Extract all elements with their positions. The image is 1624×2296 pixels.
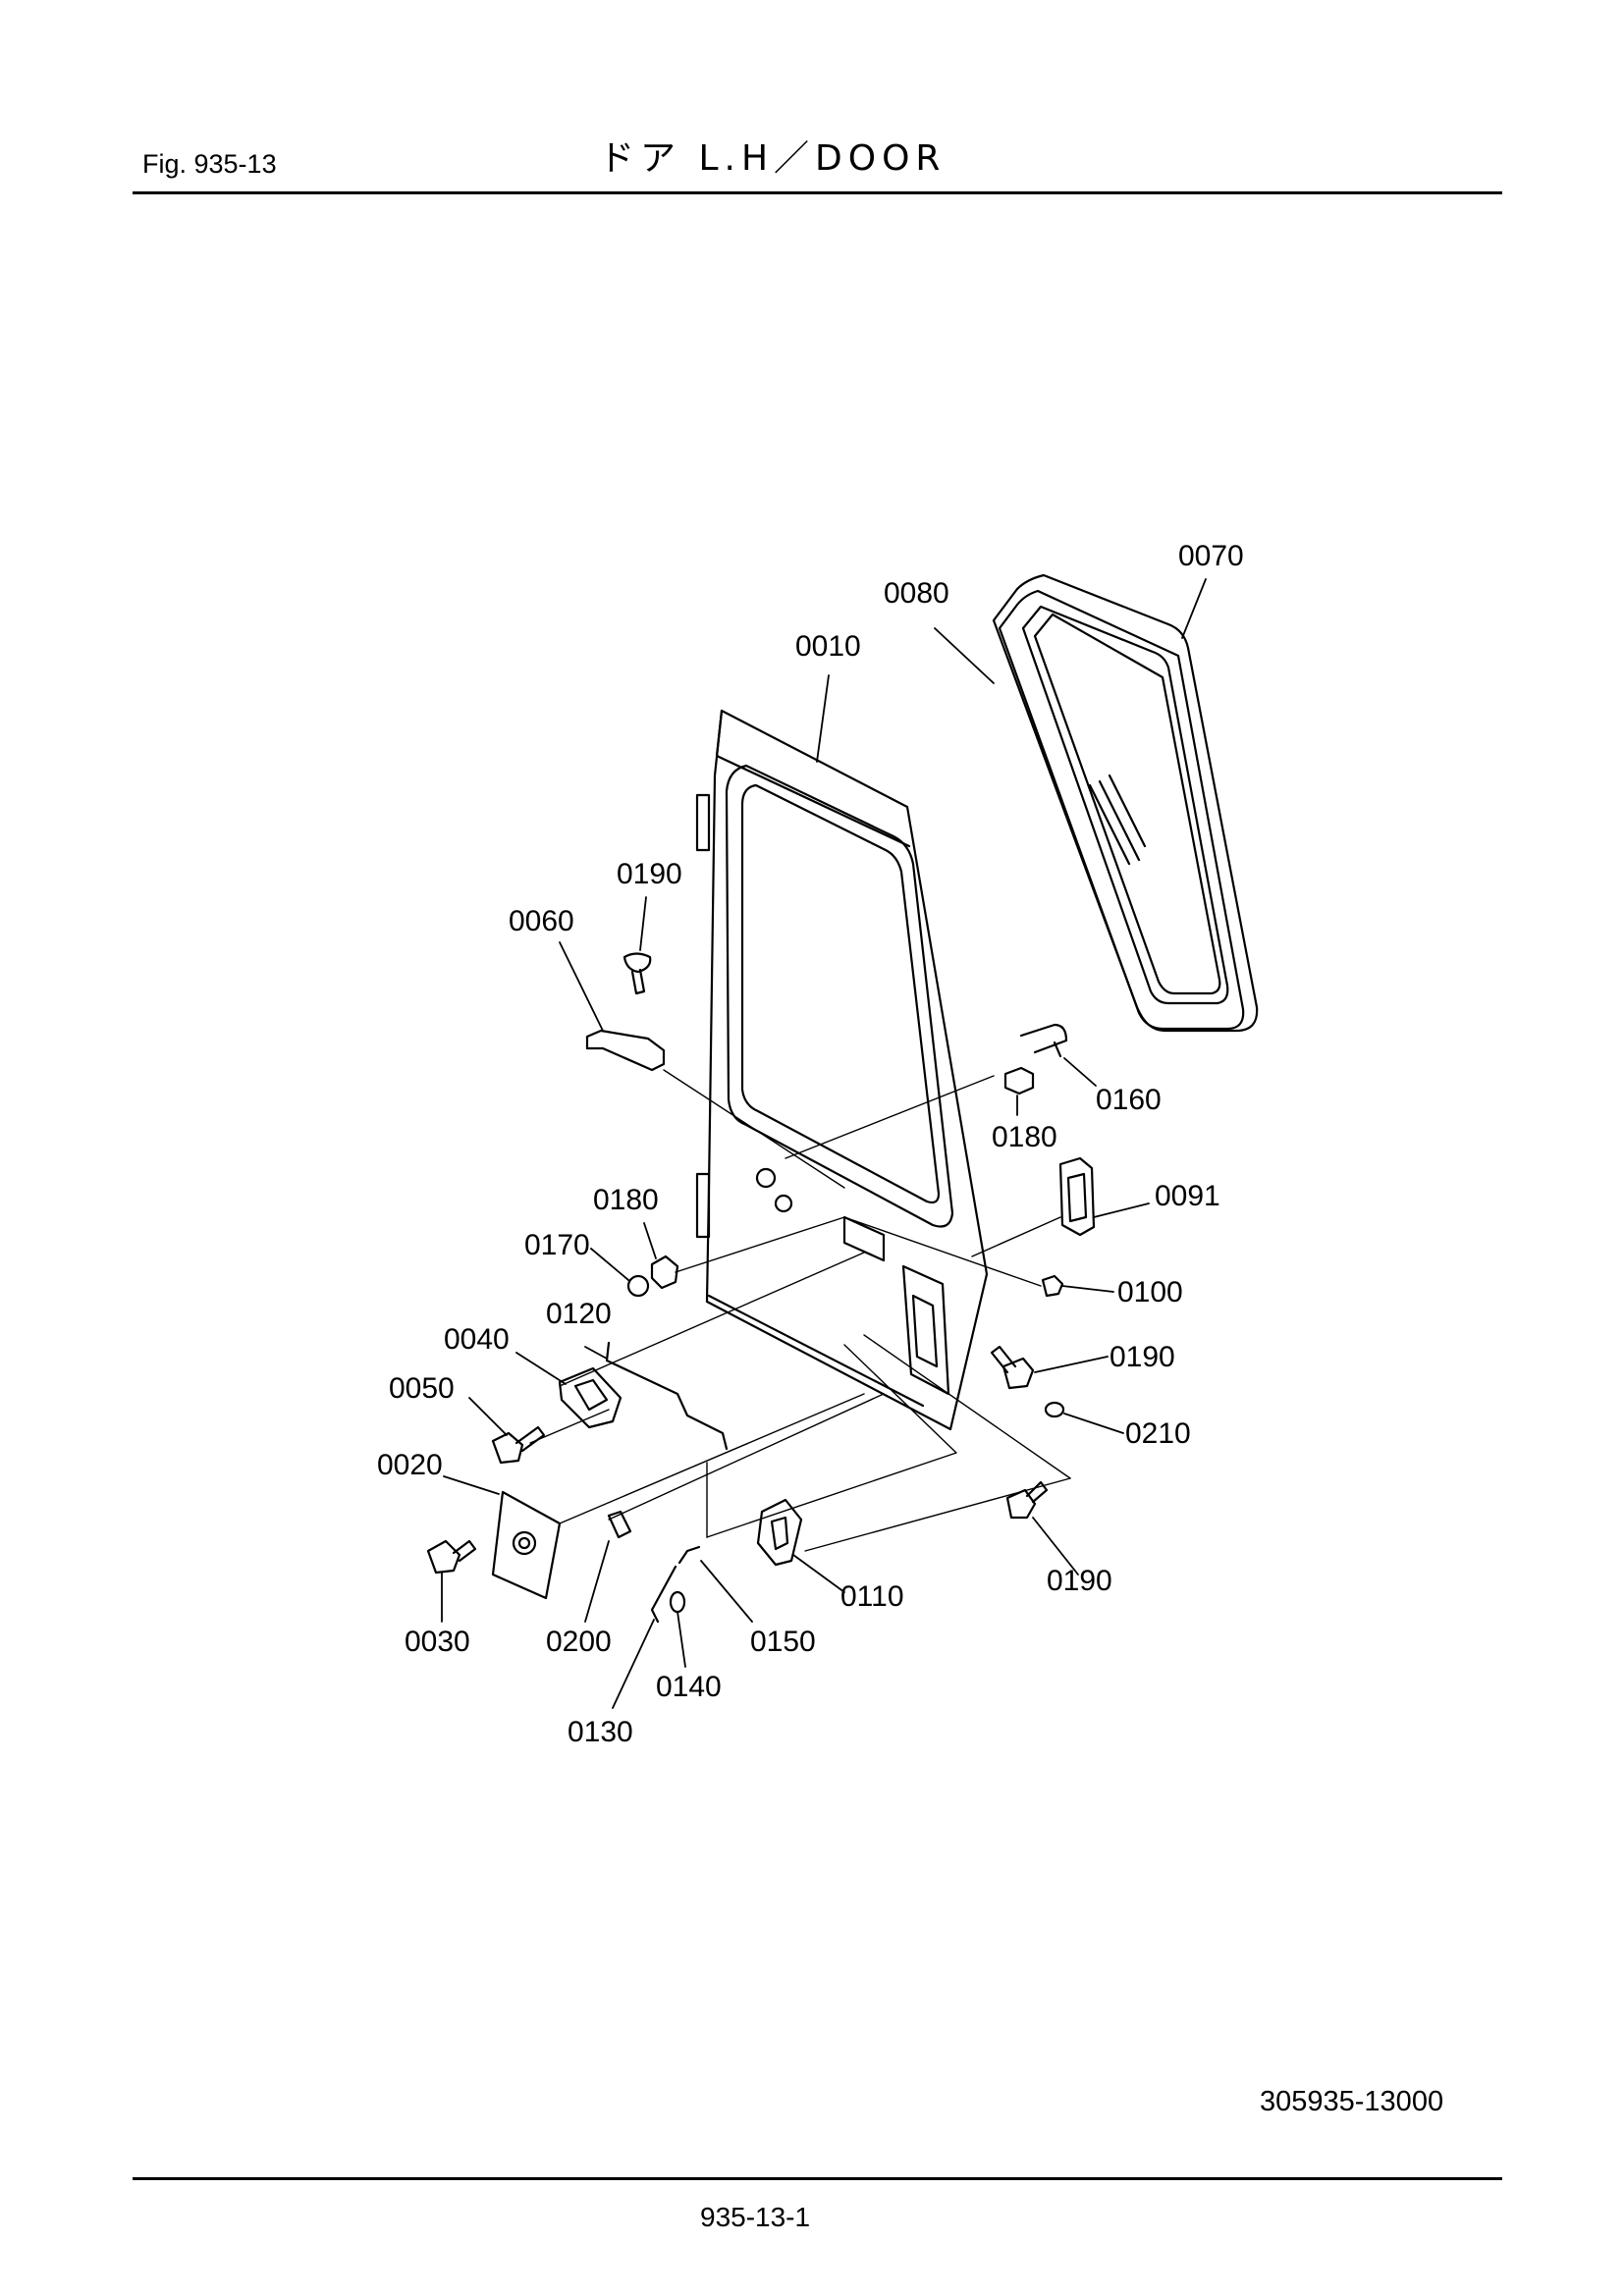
part-label: 0120 [546, 1298, 612, 1330]
part-label: 0190 [1110, 1341, 1175, 1373]
part-label: 0200 [546, 1626, 612, 1658]
part-label: 0180 [593, 1184, 659, 1216]
part-label: 0130 [568, 1716, 633, 1748]
part-label: 0080 [884, 577, 949, 610]
hardware-drawings [426, 952, 1096, 1624]
part-label: 0020 [377, 1449, 443, 1481]
part-label: 0060 [509, 905, 574, 937]
part-labels: 0070 0080 0010 0190 0060 0160 0180 0180 … [377, 540, 1244, 1748]
footer-divider [133, 2177, 1502, 2180]
part-label: 0180 [992, 1121, 1057, 1153]
header-divider [133, 191, 1502, 194]
part-label: 0190 [617, 858, 682, 890]
part-label: 0210 [1125, 1417, 1191, 1450]
part-label: 0091 [1155, 1180, 1220, 1212]
page-title: ドア L.H／DOOR [599, 138, 947, 179]
part-label: 0030 [405, 1626, 470, 1658]
alignment-lines [529, 1069, 1071, 1552]
part-label: 0160 [1096, 1084, 1162, 1116]
window-glass-drawing [992, 573, 1259, 1033]
part-label: 0170 [524, 1229, 590, 1261]
leader-lines [441, 578, 1207, 1709]
part-label: 0050 [389, 1372, 455, 1405]
part-label: 0010 [795, 630, 861, 663]
door-frame-drawing [695, 709, 989, 1431]
part-label: 0150 [750, 1626, 816, 1658]
part-label: 0100 [1117, 1276, 1183, 1308]
figure-number: Fig. 935-13 [142, 149, 277, 179]
part-label: 0140 [656, 1671, 722, 1703]
drawing-number: 305935-13000 [1260, 2086, 1444, 2117]
part-label: 0190 [1047, 1565, 1112, 1597]
part-label: 0110 [840, 1580, 904, 1613]
part-label: 0070 [1178, 540, 1244, 572]
part-label: 0040 [444, 1323, 510, 1356]
page-number: 935-13-1 [700, 2202, 811, 2232]
